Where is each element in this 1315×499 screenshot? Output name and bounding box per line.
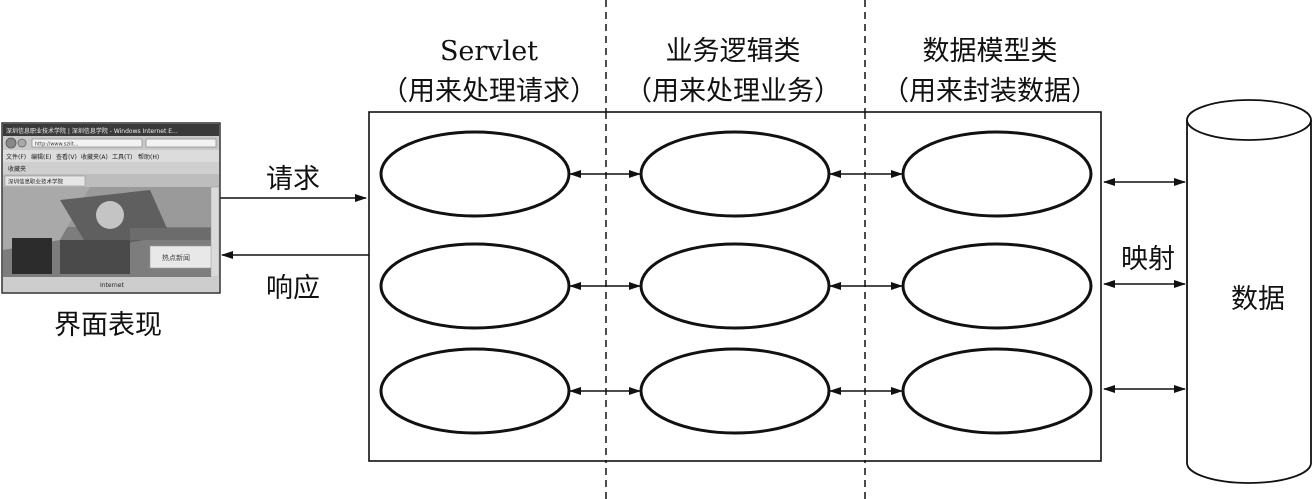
column-subtitle-model: （用来封装数据）	[882, 76, 1098, 107]
model-node-2	[901, 242, 1093, 330]
servlet-node-2	[379, 242, 571, 330]
servlet-node-3	[379, 347, 571, 435]
request-label: 请求	[266, 164, 320, 195]
model-node-1	[901, 130, 1093, 218]
browser-notice: 热点新闻	[162, 253, 190, 262]
ui-caption: 界面表现	[54, 310, 162, 341]
servlet-node-1	[379, 130, 571, 218]
browser-menu-5: 帮助(H)	[138, 153, 159, 161]
database-arrows	[1103, 178, 1186, 393]
browser-title: 深圳信息职业技术学院 | 深圳信息学院 - Windows Internet E…	[6, 127, 178, 135]
database-label: 数据	[1231, 284, 1285, 315]
browser-menu-4: 工具(T)	[112, 154, 132, 161]
database-cylinder	[1186, 99, 1312, 484]
browser-menu-2: 查看(V)	[56, 153, 77, 161]
column-title-model: 数据模型类	[923, 36, 1058, 67]
column-title-servlet: Servlet	[440, 36, 538, 67]
browser-tab: 深圳信息职业技术学院	[8, 178, 64, 186]
business-node-3	[639, 347, 831, 435]
column-subtitle-business: （用来处理业务）	[625, 76, 841, 107]
browser-menu-3: 收藏夹(A)	[81, 153, 108, 161]
business-node-1	[639, 130, 831, 218]
browser-menu-0: 文件(F)	[6, 153, 26, 161]
response-label: 响应	[266, 273, 320, 304]
model-node-3	[901, 347, 1093, 435]
browser-status: Internet	[100, 282, 124, 289]
browser-window-thumbnail: 深圳信息职业技术学院 | 深圳信息学院 - Windows Internet E…	[1, 122, 221, 294]
browser-address: http://www.sziit...	[35, 142, 79, 148]
column-title-business: 业务逻辑类	[666, 36, 801, 67]
inter-column-arrows	[569, 170, 903, 395]
browser-favorites: 收藏夹	[8, 165, 26, 173]
column-subtitle-servlet: （用来处理请求）	[381, 76, 597, 107]
business-node-2	[639, 242, 831, 330]
back-icon	[5, 137, 17, 149]
browser-menu-1: 编辑(E)	[31, 153, 51, 161]
ellipse-grid	[379, 130, 1093, 435]
forward-icon	[17, 138, 27, 148]
mapping-label: 映射	[1121, 244, 1175, 275]
